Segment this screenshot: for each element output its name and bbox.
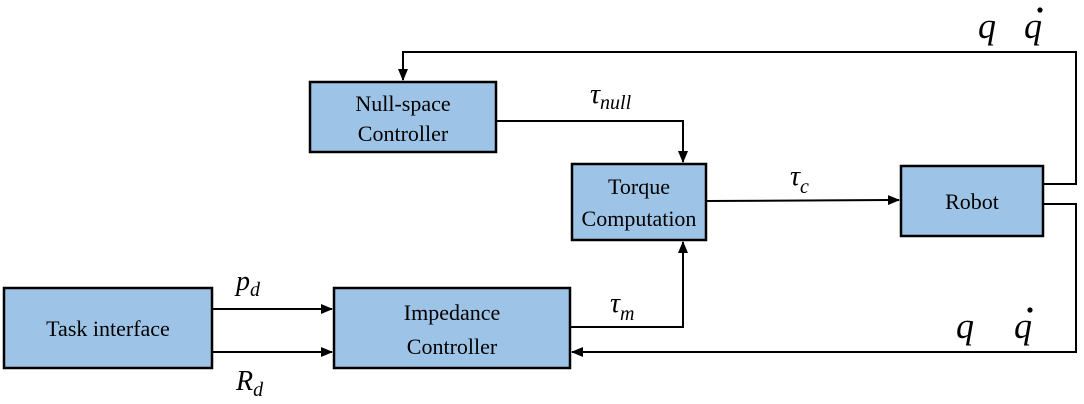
torque-computation-label-line2: Computation xyxy=(582,206,697,231)
bottom-feedback-arrow xyxy=(571,203,1077,357)
impedance-controller-label-line1: Impedance xyxy=(404,300,501,325)
tau-m-arrow xyxy=(570,241,688,328)
impedance-controller-block: Impedance Controller xyxy=(332,286,572,370)
top-qdot-label: q xyxy=(1024,6,1042,46)
torque-computation-block: Torque Computation xyxy=(570,162,708,242)
robot-label: Robot xyxy=(945,189,999,214)
bottom-qdot-dot xyxy=(1027,307,1033,313)
top-feedback-label: q q xyxy=(978,6,1043,46)
tau-c-arrow xyxy=(705,195,900,206)
tau-m-label: τm xyxy=(610,288,634,325)
bottom-feedback-label: q q xyxy=(956,306,1033,346)
tau-null-arrow xyxy=(496,120,688,163)
bottom-q-label: q xyxy=(956,306,974,346)
tau-c-label: τc xyxy=(790,161,809,198)
task-interface-label: Task interface xyxy=(46,316,170,341)
tau-null-label: τnull xyxy=(590,79,632,114)
r-d-label: Rd xyxy=(235,366,264,401)
top-feedback-arrow xyxy=(398,51,1077,185)
top-q-label: q xyxy=(978,6,996,46)
robot-block: Robot xyxy=(899,164,1045,238)
task-interface-block: Task interface xyxy=(2,286,214,370)
top-qdot-dot xyxy=(1037,7,1043,13)
impedance-controller-label-line2: Controller xyxy=(407,334,498,359)
p-d-label: pd xyxy=(234,266,261,301)
null-space-controller-label-line2: Controller xyxy=(358,121,449,146)
torque-computation-label-line1: Torque xyxy=(608,174,670,199)
null-space-controller-label-line1: Null-space xyxy=(355,91,450,116)
null-space-controller-block: Null-space Controller xyxy=(308,80,498,154)
bottom-qdot-label: q xyxy=(1014,306,1032,346)
